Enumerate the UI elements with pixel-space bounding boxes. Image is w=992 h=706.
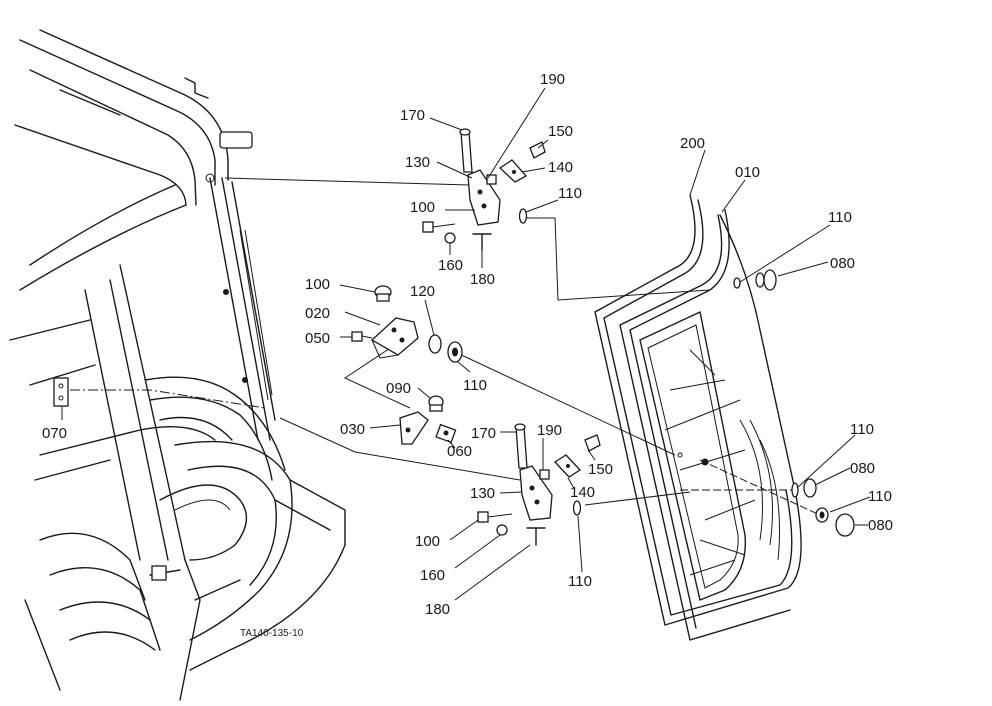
callout-070: 070 [42,425,67,442]
upper-hinge [422,128,546,251]
cab-frame [9,29,346,701]
callout-110: 110 [850,421,874,438]
callout-150: 150 [548,123,573,140]
callout-110: 110 [463,377,487,394]
callout-190: 190 [540,71,565,88]
callout-080: 080 [830,255,855,272]
callout-leaders [61,87,871,601]
door-glass [594,194,855,641]
callout-110: 110 [558,185,582,202]
callout-130: 130 [405,154,430,171]
lower-hinge [477,423,601,546]
callout-130: 130 [470,485,495,502]
callout-050: 050 [305,330,330,347]
bracket-070 [53,377,69,407]
callout-100: 100 [415,533,440,550]
figure-code: TA140-135-10 [240,628,304,639]
callout-160: 160 [420,567,445,584]
callout-110: 110 [868,488,892,505]
roof-clip [219,131,253,149]
callout-170: 170 [400,107,425,124]
callout-190: 190 [537,422,562,439]
callout-180: 180 [425,601,450,618]
callout-170: 170 [471,425,496,442]
callout-140: 140 [570,484,595,501]
callout-080: 080 [868,517,893,534]
callout-060: 060 [447,443,472,460]
callout-110: 110 [568,573,592,590]
callout-080: 080 [850,460,875,477]
callout-090: 090 [386,380,411,397]
callout-010: 010 [735,164,760,181]
callout-100: 100 [410,199,435,216]
callout-020: 020 [305,305,330,322]
callout-030: 030 [340,421,365,438]
callout-100: 100 [305,276,330,293]
callout-labels: 190 170 150 130 140 110 100 160 180 200 … [42,71,893,639]
callout-180: 180 [470,271,495,288]
frame-block [151,565,167,581]
callout-140: 140 [548,159,573,176]
callout-110: 110 [828,209,852,226]
callout-120: 120 [410,283,435,300]
callout-200: 200 [680,135,705,152]
callout-150: 150 [588,461,613,478]
middle-brackets [351,285,463,445]
callout-160: 160 [438,257,463,274]
